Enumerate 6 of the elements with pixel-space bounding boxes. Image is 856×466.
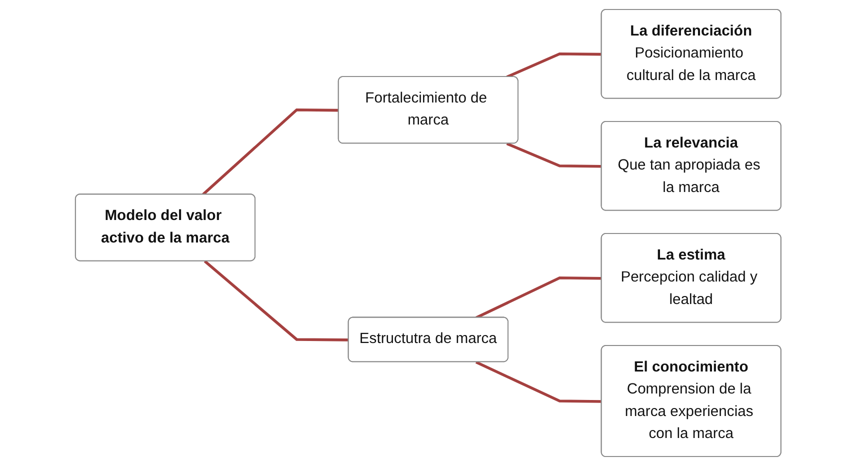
connector: [202, 108, 339, 196]
connector: [506, 142, 602, 168]
connector: [475, 360, 602, 403]
connector: [475, 276, 602, 319]
connector: [506, 52, 602, 78]
connector: [204, 260, 349, 342]
